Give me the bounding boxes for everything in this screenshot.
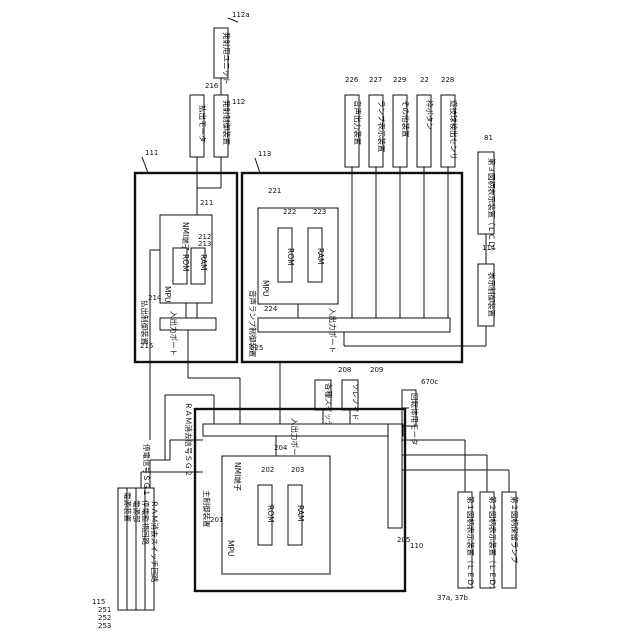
ref-205: 205	[397, 536, 410, 544]
ref-114: 114	[482, 244, 496, 252]
payout-io-label: 入出力ポート	[169, 311, 179, 356]
launch-control-label: 発射制御装置	[222, 100, 232, 145]
tray-sensor-label: 遊技球検出センサ	[449, 100, 459, 160]
main-io-port-horizontal	[203, 424, 403, 436]
various-switches-label: 各種スイッチ	[324, 383, 334, 428]
ref-112: 112	[232, 98, 245, 106]
outage-monitor-label: 停電監視回路	[141, 500, 151, 545]
main-rom-label: ROM	[266, 505, 275, 523]
ref-216: 216	[205, 82, 219, 90]
solenoid-label: ソレノイド	[351, 383, 360, 421]
ref-227: 227	[369, 76, 382, 84]
sound-ram-label: RAM	[316, 248, 325, 265]
payout-nmi-label: NMI端子	[181, 222, 191, 252]
ref-670c: 670c	[421, 378, 438, 386]
ram-clear-signal-label: ＲＡＭ消去信号ＳＧ２	[184, 402, 194, 477]
outage-signal-label: 停電信号ＳＧ１	[142, 444, 152, 497]
payout-motor-label: 払出モータ	[198, 105, 208, 143]
ref-37: 37a, 37b	[437, 594, 469, 602]
ref-209: 209	[370, 366, 383, 374]
payout-control-label: 払出制御装置	[140, 300, 150, 345]
ref-213: 213	[198, 240, 211, 248]
sound-rom-label: ROM	[286, 248, 295, 266]
other-devices-label: その他装置	[401, 100, 411, 138]
payout-rom-label: ROM	[181, 254, 190, 272]
launcher-unit-label: 発射用ユニット	[222, 32, 232, 85]
ref-215: 215	[140, 342, 153, 350]
ref-201: 201	[210, 516, 223, 524]
ref-113: 113	[258, 150, 271, 158]
rotor-motor-label: 回転体用モータ	[410, 393, 420, 446]
sound-mpu-label: MPU	[261, 280, 270, 296]
ref-110: 110	[410, 542, 423, 550]
main-mpu-label: MPU	[226, 540, 235, 556]
ref-251: 251	[98, 606, 111, 614]
ref-223: 223	[313, 208, 326, 216]
ref-229: 229	[393, 76, 406, 84]
ref-202: 202	[261, 466, 274, 474]
ram-clear-switch-label: ＲＡＭ消去スイッチ回路	[150, 500, 160, 583]
ref-111: 111	[145, 149, 158, 157]
ref-112a: 112a	[232, 11, 250, 19]
ref-115: 115	[92, 598, 105, 606]
ref-253: 253	[98, 622, 111, 630]
payout-mpu-label: MPU	[163, 286, 172, 302]
power-unit-label: 電源装置	[123, 492, 133, 522]
ref-221: 221	[268, 187, 281, 195]
payout-io-port	[160, 318, 216, 330]
main-ram-label: RAM	[296, 505, 305, 522]
payout-ram-label: RAM	[199, 254, 208, 271]
ref-211: 211	[200, 199, 213, 207]
power-section-label: 電源部	[132, 500, 142, 523]
lcd-display-label: 第３図柄表示装置（ＬＣＤ）	[487, 158, 497, 256]
first-display-label: 第１図柄表示装置（ＬＥＤ）	[466, 496, 476, 594]
ref-22: 22	[420, 76, 429, 84]
ref-226: 226	[345, 76, 359, 84]
second-display-label: 第２図柄表示装置（ＬＥＤ）	[488, 496, 498, 594]
ref-225: 225	[250, 344, 263, 352]
ref-203: 203	[291, 466, 304, 474]
sound-io-port	[258, 318, 450, 332]
ref-228: 228	[441, 76, 454, 84]
main-nmi-label: NMI端子	[233, 462, 243, 492]
second-hold-lamp-label: 第２図柄保留ランプ	[510, 496, 520, 564]
frame-button-label: 枠ボタン	[425, 100, 435, 130]
ref-208: 208	[338, 366, 351, 374]
lamp-display-label: ランプ表示装置	[377, 100, 387, 153]
sound-io-label: 入出力ポート	[328, 308, 338, 353]
ref-252: 252	[98, 614, 111, 622]
ref-222: 222	[283, 208, 296, 216]
ref-81: 81	[484, 134, 493, 142]
main-io-port-vertical	[388, 424, 402, 528]
display-control-label: 表示制御装置	[487, 272, 497, 317]
sound-output-label: 音声出力装置	[353, 100, 363, 145]
ref-224: 224	[264, 305, 278, 313]
